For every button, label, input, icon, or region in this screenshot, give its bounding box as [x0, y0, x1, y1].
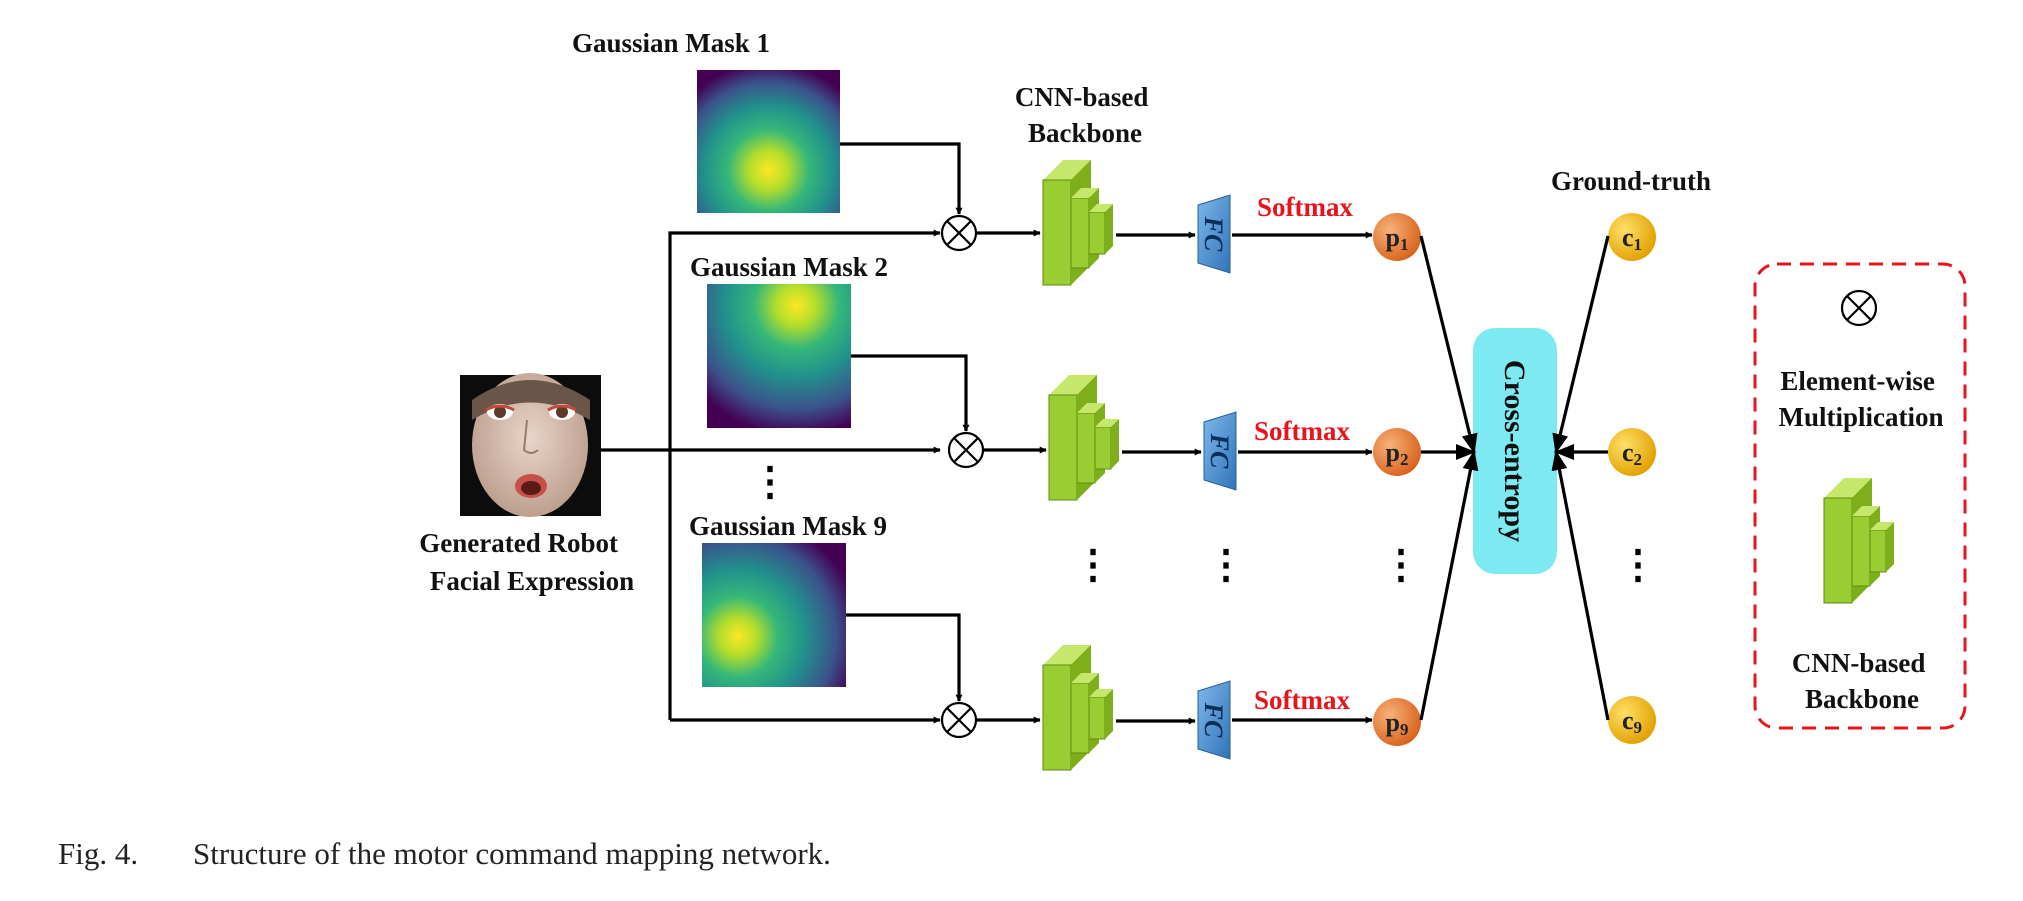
ground-truth-title: Ground-truth	[1551, 166, 1711, 196]
gaussian-mask-1-title: Gaussian Mask 1	[572, 28, 770, 58]
ground-truth-ellipsis: ⋮	[1618, 542, 1658, 587]
legend-multiply-label-line-2: Multiplication	[1778, 402, 1943, 432]
input-branch-lines	[601, 229, 941, 724]
cross-entropy-label: Cross-entropy	[1498, 360, 1531, 542]
gaussian-mask-1: Gaussian Mask 1	[572, 28, 840, 213]
fc-layer-1: FC	[1197, 194, 1231, 274]
ground-truth-1-sub: 1	[1634, 235, 1643, 254]
legend-backbone-label-line-2: Backbone	[1805, 684, 1919, 714]
input-label: Generated Robot Facial Expression	[419, 528, 634, 596]
caption-number: Fig. 4.	[58, 836, 138, 871]
gaussian-heatmap-2	[707, 284, 851, 428]
gaussian-mask-9: Gaussian Mask 9	[689, 511, 887, 687]
multiply-to-backbone-lines	[976, 229, 1047, 724]
svg-text:c2: c2	[1622, 438, 1642, 469]
legend-backbone-icon	[1823, 477, 1895, 604]
svg-text:p9: p9	[1386, 708, 1409, 739]
gaussian-mask-9-title: Gaussian Mask 9	[689, 511, 887, 541]
backbone-icon-1	[1042, 159, 1114, 286]
ground-truth-to-loss-lines	[1551, 235, 1610, 721]
backbone-icon-9	[1042, 644, 1114, 771]
ground-truth-2-sub: 2	[1634, 450, 1643, 469]
input-face-image	[460, 373, 601, 517]
backbone-label: CNN-based Backbone	[1015, 82, 1155, 148]
multiply-icon-2	[947, 431, 985, 469]
gaussian-mask-2: Gaussian Mask 2	[690, 252, 888, 428]
ground-truth-node-2: c2	[1608, 428, 1656, 476]
input-label-line-1: Generated Robot	[419, 528, 618, 558]
prediction-1-base: p	[1386, 223, 1400, 252]
backbone-label-line-2: Backbone	[1028, 118, 1142, 148]
ground-truth-9-sub: 9	[1634, 718, 1643, 737]
fc-layer-9: FC	[1197, 680, 1231, 760]
mask-ellipsis: ⋮	[750, 459, 790, 504]
fc-label-1: FC	[1199, 216, 1228, 252]
backbone-ellipsis: ⋮	[1073, 542, 1113, 587]
figure-caption: Fig. 4. Structure of the motor command m…	[58, 836, 831, 871]
softmax-label-2: Softmax	[1254, 416, 1350, 446]
prediction-node-1: p1	[1373, 213, 1421, 261]
prediction-ellipsis: ⋮	[1381, 542, 1421, 587]
prediction-1-sub: 1	[1400, 235, 1409, 254]
caption-text: Structure of the motor command mapping n…	[193, 836, 831, 871]
multiply-icon-1	[940, 214, 978, 252]
svg-text:c9: c9	[1622, 706, 1642, 737]
multiply-icon-9	[940, 701, 978, 739]
prediction-node-9: p9	[1373, 698, 1421, 746]
prediction-9-base: p	[1386, 708, 1400, 737]
legend-backbone-label-line-1: CNN-based	[1792, 648, 1926, 678]
prediction-2-base: p	[1386, 438, 1400, 467]
fc-label-9: FC	[1199, 702, 1228, 738]
ground-truth-node-9: c9	[1608, 696, 1656, 744]
svg-text:p1: p1	[1386, 223, 1409, 254]
ground-truth-2-base: c	[1622, 438, 1634, 467]
ground-truth-9-base: c	[1622, 706, 1634, 735]
prediction-node-2: p2	[1373, 428, 1421, 476]
softmax-label-1: Softmax	[1257, 192, 1353, 222]
gaussian-heatmap-9	[702, 543, 846, 687]
gaussian-mask-2-title: Gaussian Mask 2	[690, 252, 888, 282]
prediction-9-sub: 9	[1400, 720, 1409, 739]
legend-multiply-label: Element-wise Multiplication	[1778, 366, 1943, 432]
mask-to-multiply-lines	[840, 142, 970, 702]
prediction-to-loss-lines	[1419, 235, 1479, 721]
cross-entropy-block: Cross-entropy	[1473, 328, 1557, 574]
backbone-label-line-1: CNN-based	[1015, 82, 1149, 112]
ground-truth-1-base: c	[1622, 223, 1634, 252]
svg-text:c1: c1	[1622, 223, 1642, 254]
backbone-icon-2	[1048, 374, 1120, 501]
input-label-line-2: Facial Expression	[430, 566, 634, 596]
legend-box: Element-wise Multiplication CNN-based Ba…	[1753, 262, 1967, 730]
legend-backbone-label: CNN-based Backbone	[1792, 648, 1932, 714]
fc-label-2: FC	[1205, 433, 1234, 469]
softmax-label-9: Softmax	[1254, 685, 1350, 715]
fc-layer-2: FC	[1203, 411, 1237, 491]
legend-multiply-icon	[1840, 289, 1878, 327]
backbone-to-fc-lines	[1116, 231, 1202, 725]
prediction-2-sub: 2	[1400, 450, 1409, 469]
svg-text:p2: p2	[1386, 438, 1409, 469]
legend-multiply-label-line-1: Element-wise	[1780, 366, 1934, 396]
fc-ellipsis: ⋮	[1206, 542, 1246, 587]
ground-truth-node-1: c1	[1608, 213, 1656, 261]
gaussian-heatmap-1	[697, 70, 840, 213]
fc-to-softmax-lines	[1232, 231, 1373, 724]
